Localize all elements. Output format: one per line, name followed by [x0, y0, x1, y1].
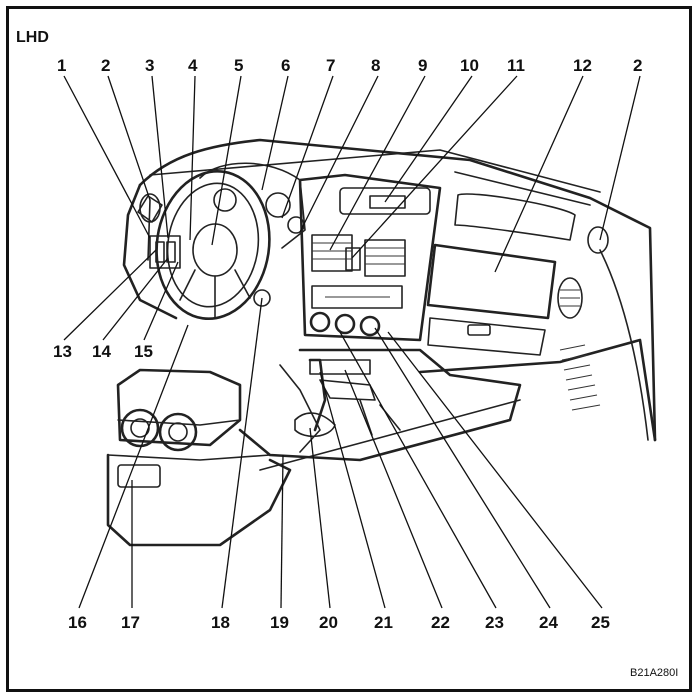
callout-top: 5: [234, 56, 243, 75]
dashboard-drawing: [106, 138, 657, 547]
leader-lines: [63, 75, 641, 609]
callout-bottom: 17: [121, 613, 140, 632]
callout-bottom: 22: [431, 613, 450, 632]
callout-bottom: 20: [319, 613, 338, 632]
callout-bottom: 21: [374, 613, 393, 632]
callout-bottom: 18: [211, 613, 230, 632]
callout-top: 10: [460, 56, 479, 75]
steering-wheel: [155, 170, 271, 320]
rear-console: [106, 368, 521, 547]
callout-top: 3: [145, 56, 154, 75]
callout-bottom: 23: [485, 613, 504, 632]
callout-top: 12: [573, 56, 592, 75]
center-stack: [298, 173, 442, 342]
instrument-cluster: [199, 162, 306, 249]
corner-label: LHD: [16, 29, 49, 46]
callout-top: 7: [326, 56, 335, 75]
figure-code: B21A280I: [630, 667, 678, 679]
callout-left: 15: [134, 342, 153, 361]
callout-left: 14: [92, 342, 111, 361]
callout-top: 11: [507, 56, 525, 75]
callout-bottom: 19: [270, 613, 289, 632]
left-switch-panel: [137, 195, 271, 307]
callout-top: 6: [281, 56, 290, 75]
floor-console: [238, 348, 522, 462]
callout-numbers: 1 2 3 4 5 6 7 8 9 10 11 12 2 13 14 15 16…: [53, 56, 642, 632]
passenger-panel: [139, 193, 609, 411]
callout-bottom: 16: [68, 613, 87, 632]
callout-top: 2: [101, 56, 110, 75]
callout-top: 4: [188, 56, 198, 75]
callout-left: 13: [53, 342, 72, 361]
callout-bottom: 24: [539, 613, 558, 632]
callout-bottom: 25: [591, 613, 610, 632]
callout-top: 8: [371, 56, 380, 75]
callout-top: 1: [57, 56, 66, 75]
callout-top: 2: [633, 56, 642, 75]
callout-top: 9: [418, 56, 427, 75]
